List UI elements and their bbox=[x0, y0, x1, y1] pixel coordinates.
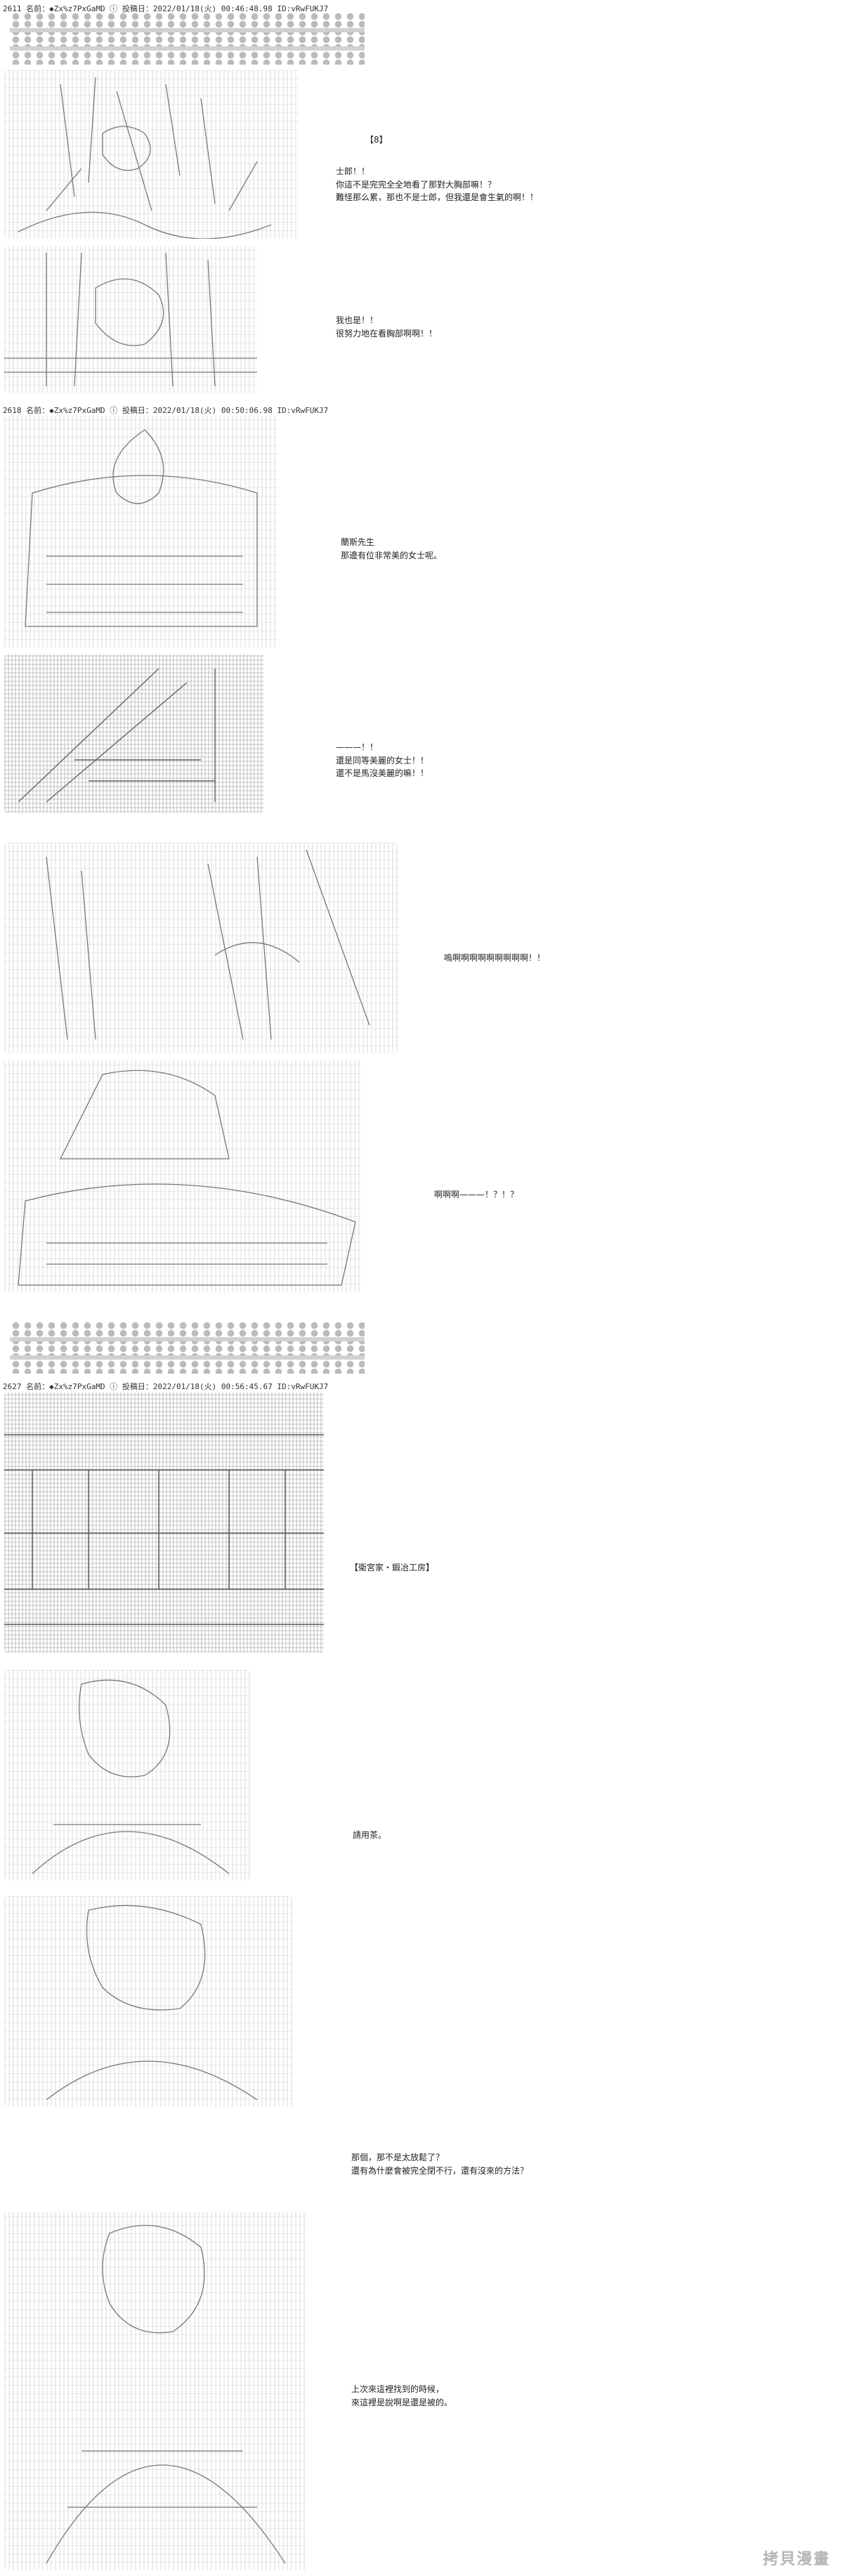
ascii-art-figure bbox=[25, 429, 258, 627]
watermark: 拷貝漫畫 bbox=[762, 2551, 830, 2568]
ascii-art-panel bbox=[4, 416, 278, 648]
ascii-art-figure bbox=[18, 1070, 356, 1286]
ascii-art-figure bbox=[46, 849, 370, 1040]
dialogue: 【8】 bbox=[365, 135, 388, 145]
ascii-art-figure bbox=[4, 1434, 324, 1625]
post-header: 2611 名前：◆Zx%z7PxGaMD ⓘ 投稿日：2022/01/18(火)… bbox=[3, 4, 329, 13]
ascii-art-panel bbox=[4, 1670, 250, 1881]
ascii-art-panel bbox=[4, 2212, 306, 2570]
dialogue: ———！！還是同等美麗的女士！！還不是馬沒美麗的嘛！！ bbox=[336, 742, 429, 779]
ascii-art-panel bbox=[4, 1896, 292, 2107]
divider-top bbox=[10, 13, 365, 65]
ascii-art-panel bbox=[4, 655, 264, 813]
dialogue: 請用茶。 bbox=[353, 1830, 387, 1840]
dialogue: 上次來這裡找到的時候，來這裡是說啊是還是被的。 bbox=[351, 2384, 453, 2407]
ascii-art-figure bbox=[18, 668, 216, 803]
ascii-art-panel bbox=[4, 1393, 324, 1652]
divider-middle bbox=[10, 1322, 365, 1374]
post-header: 2618 名前：◆Zx%z7PxGaMD ⓘ 投稿日：2022/01/18(火)… bbox=[3, 406, 329, 415]
post-header: 2627 名前：◆Zx%z7PxGaMD ⓘ 投稿日：2022/01/18(火)… bbox=[3, 1382, 329, 1391]
ascii-art-panel bbox=[4, 1060, 362, 1292]
ascii-art-figure bbox=[32, 1679, 230, 1874]
ascii-art-figure bbox=[46, 2225, 286, 2564]
dialogue: 啊啊啊———！？！？ bbox=[434, 1190, 519, 1200]
ascii-art-figure bbox=[46, 1905, 258, 2101]
ascii-art-panel bbox=[4, 246, 257, 393]
ascii-art-figure bbox=[18, 77, 272, 239]
dialogue: 【衛宮家・鍛冶工房】 bbox=[350, 1563, 435, 1572]
dialogue: 我也是！！很努力地在看胸部啊啊！！ bbox=[336, 315, 438, 339]
ascii-art-panel bbox=[4, 843, 398, 1053]
dialogue: 士郎！！你這不是完完全全地看了那對大胸部嘛！？難怪那么累，那也不是士郎，但我還是… bbox=[336, 166, 539, 203]
dialogue: 嗚啊啊啊啊啊啊啊啊啊！！ bbox=[444, 953, 546, 963]
ascii-art-panel bbox=[4, 70, 299, 239]
dialogue: 那個，那不是太放鬆了？還有為什麼會被完全閉不行，還有沒來的方法？ bbox=[351, 2153, 529, 2176]
ascii-art-figure bbox=[4, 252, 257, 387]
dialogue: 蘭斯先生那邊有位非常美的女士呢。 bbox=[341, 537, 443, 560]
